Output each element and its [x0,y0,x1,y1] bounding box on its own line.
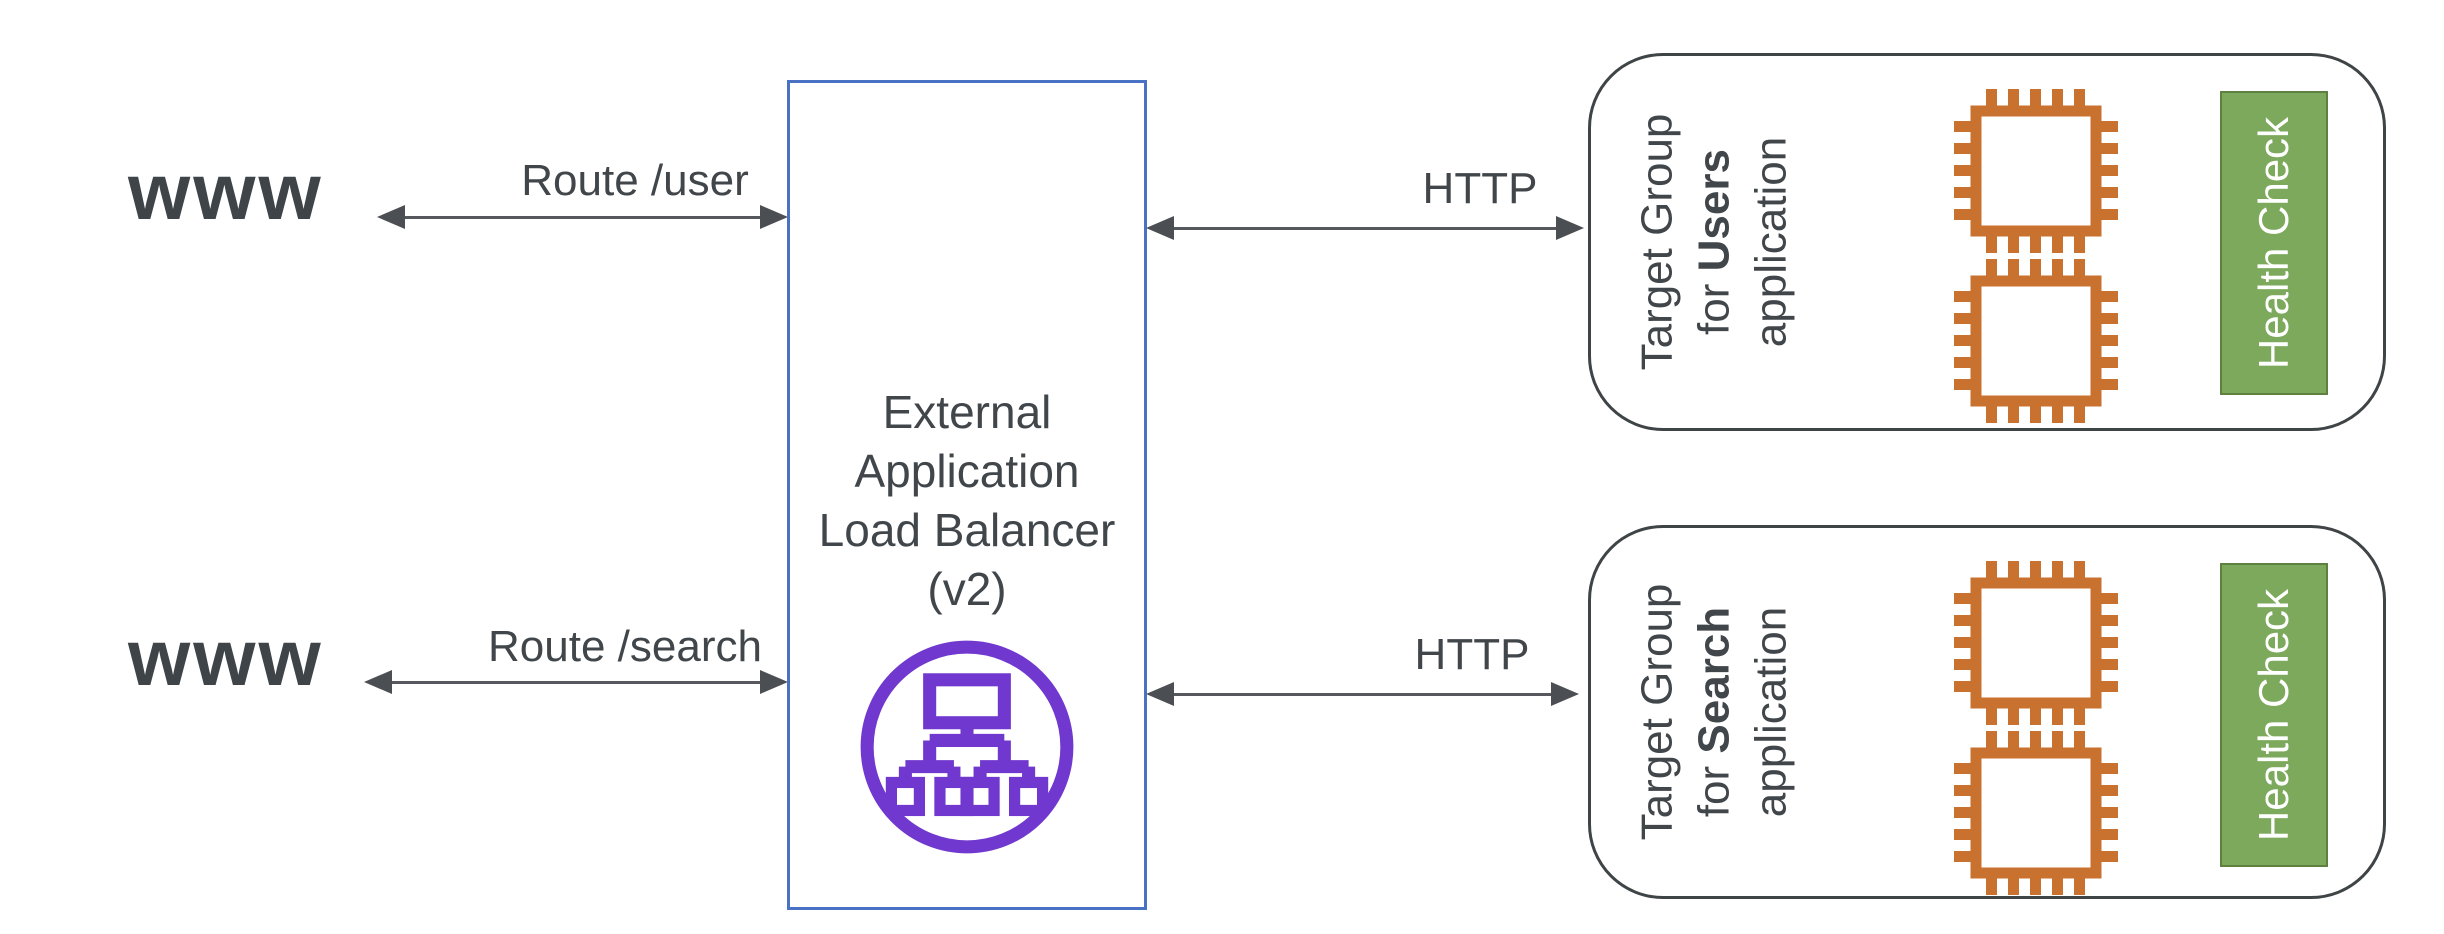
target-group-search-label-line1: Target Group [1632,583,1682,841]
arrow-line [1153,693,1572,696]
target-group-search-label-line3: application [1746,606,1796,818]
load-balancer-title-line3: Load Balancer [818,504,1116,556]
arrowhead-left-icon [1146,216,1174,240]
health-check-label: Health Check [2250,588,2297,842]
server-chip-icon [1954,561,2118,725]
target-group-users-label: Target Group for Users application [1629,114,1800,371]
server-chip-icon [1954,89,2118,253]
target-group-search-label: Target Group for Search application [1629,584,1800,841]
target-group-users-label-for: for [1689,271,1739,335]
load-balancer-title-line2: Application [854,445,1080,497]
route-user-label: Route /user [521,156,749,205]
target-group-search-label-for: for [1689,753,1739,818]
arrowhead-right-icon [1551,682,1579,706]
arrowhead-right-icon [1556,216,1584,240]
arrow-line [371,681,781,684]
health-check-badge: Health Check [2220,91,2328,395]
target-group-search-box: Target Group for Search application [1588,525,2386,899]
client-www-bottom: www [128,613,324,702]
target-group-search-label-line2: for Search [1686,584,1743,841]
load-balancer-title: External Application Load Balancer (v2) [790,383,1144,619]
http-bottom-label: HTTP [1414,630,1530,679]
arrow-line [1153,227,1577,230]
arrow-line [384,216,781,219]
load-balancer-icon [860,640,1074,854]
server-chip-icon [1954,731,2118,895]
target-group-users-label-line2: for Users [1686,114,1743,371]
load-balancer-title-line4: (v2) [927,563,1007,615]
target-group-search-label-bold: Search [1689,606,1739,754]
target-group-users-box: Target Group for Users application H [1588,53,2386,431]
arrowhead-left-icon [1146,682,1174,706]
target-group-users-label-line3: application [1746,136,1796,348]
arrowhead-left-icon [364,670,392,694]
http-top-label: HTTP [1422,164,1538,213]
target-group-users-label-line1: Target Group [1632,113,1682,371]
server-chip-icon [1954,259,2118,423]
arrowhead-right-icon [760,205,788,229]
arrowhead-left-icon [377,205,405,229]
arrowhead-right-icon [760,670,788,694]
health-check-badge: Health Check [2220,563,2328,867]
load-balancer-box: External Application Load Balancer (v2) [787,80,1147,910]
health-check-label: Health Check [2250,116,2297,370]
load-balancer-title-line1: External [882,386,1052,438]
route-search-label: Route /search [488,622,762,671]
client-www-top: www [128,147,324,236]
target-group-users-label-bold: Users [1689,149,1739,272]
